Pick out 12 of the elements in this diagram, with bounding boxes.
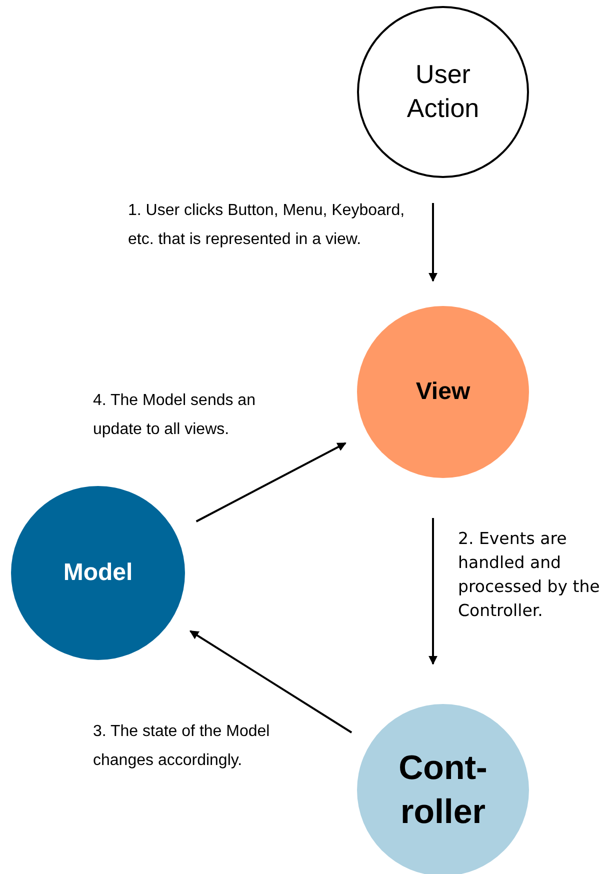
arrow <box>190 630 352 734</box>
edge-label: 3. The state of the Model changes accordingly. <box>93 722 271 771</box>
node-label: View <box>414 377 472 408</box>
edge-label: 2. Events are handled and processed by the Controller. <box>458 528 601 622</box>
edge-label: 4. The Model sends an update to all views. <box>93 391 256 440</box>
edge-label: 1. User clicks Button, Menu, Keyboard, etc. that is represented in a view. <box>128 201 406 250</box>
arrow <box>428 518 438 665</box>
arrow <box>196 442 346 522</box>
node-label: Model <box>62 558 134 588</box>
node-label: Cont- roller <box>398 748 488 833</box>
arrow <box>428 203 438 282</box>
node-label: User Action <box>406 58 480 125</box>
